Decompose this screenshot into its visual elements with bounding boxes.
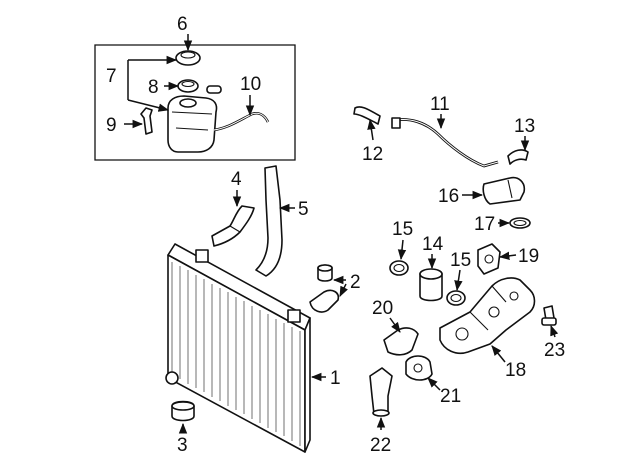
thermostat-housing-18 <box>439 277 536 355</box>
upper-hose-4 <box>211 205 255 247</box>
callout-8: 8 <box>148 77 159 98</box>
callout-2: 2 <box>350 272 361 293</box>
o-ring-17 <box>509 217 531 229</box>
sensor-23 <box>541 305 557 326</box>
callout-10: 10 <box>240 74 261 95</box>
callout-9: 9 <box>106 115 117 136</box>
callout-3: 3 <box>177 435 188 456</box>
callout-5: 5 <box>298 199 309 220</box>
reservoir-small-hose <box>140 107 153 135</box>
callout-22: 22 <box>370 435 391 456</box>
coolant-reservoir <box>167 95 218 153</box>
callout-21: 21 <box>440 386 461 407</box>
water-outlet-21 <box>405 355 433 381</box>
callout-15b: 15 <box>450 250 471 271</box>
leader-lines <box>124 34 559 434</box>
callout-12: 12 <box>362 144 383 165</box>
o-ring-15a <box>389 260 409 276</box>
callout-20: 20 <box>372 298 393 319</box>
reservoir-cap <box>175 50 201 66</box>
cap-seal <box>177 79 199 93</box>
callout-6: 6 <box>177 14 188 35</box>
callout-18: 18 <box>505 360 526 381</box>
thermostat-14 <box>419 268 443 302</box>
callout-labels: 6 7 8 9 10 11 12 13 16 17 4 5 15 14 15 1… <box>106 14 565 456</box>
radiator <box>165 243 311 453</box>
callout-16: 16 <box>438 186 459 207</box>
callout-14: 14 <box>422 234 444 255</box>
callout-13: 13 <box>514 116 535 137</box>
callout-19: 19 <box>518 246 539 267</box>
overflow-hose <box>213 111 270 132</box>
hose-12 <box>353 106 381 125</box>
o-ring-15b <box>446 290 466 306</box>
hose-20 <box>383 327 419 356</box>
drain-plug-2 <box>309 264 340 313</box>
lower-hose-5 <box>255 165 283 277</box>
callout-7: 7 <box>106 66 117 87</box>
callout-23: 23 <box>544 340 565 361</box>
gasket-19 <box>477 243 501 275</box>
radiator-cap-3 <box>171 400 195 422</box>
hose-22 <box>369 367 393 417</box>
callout-11: 11 <box>430 94 450 115</box>
callout-15a: 15 <box>392 219 413 240</box>
reservoir-gasket <box>206 85 222 94</box>
hose-13 <box>507 149 529 165</box>
hose-16 <box>482 176 526 205</box>
callout-17: 17 <box>474 214 495 235</box>
reservoir-kit-box <box>94 44 296 161</box>
callout-4: 4 <box>231 169 242 190</box>
bypass-tube-11 <box>391 117 499 168</box>
callout-1: 1 <box>330 368 341 389</box>
